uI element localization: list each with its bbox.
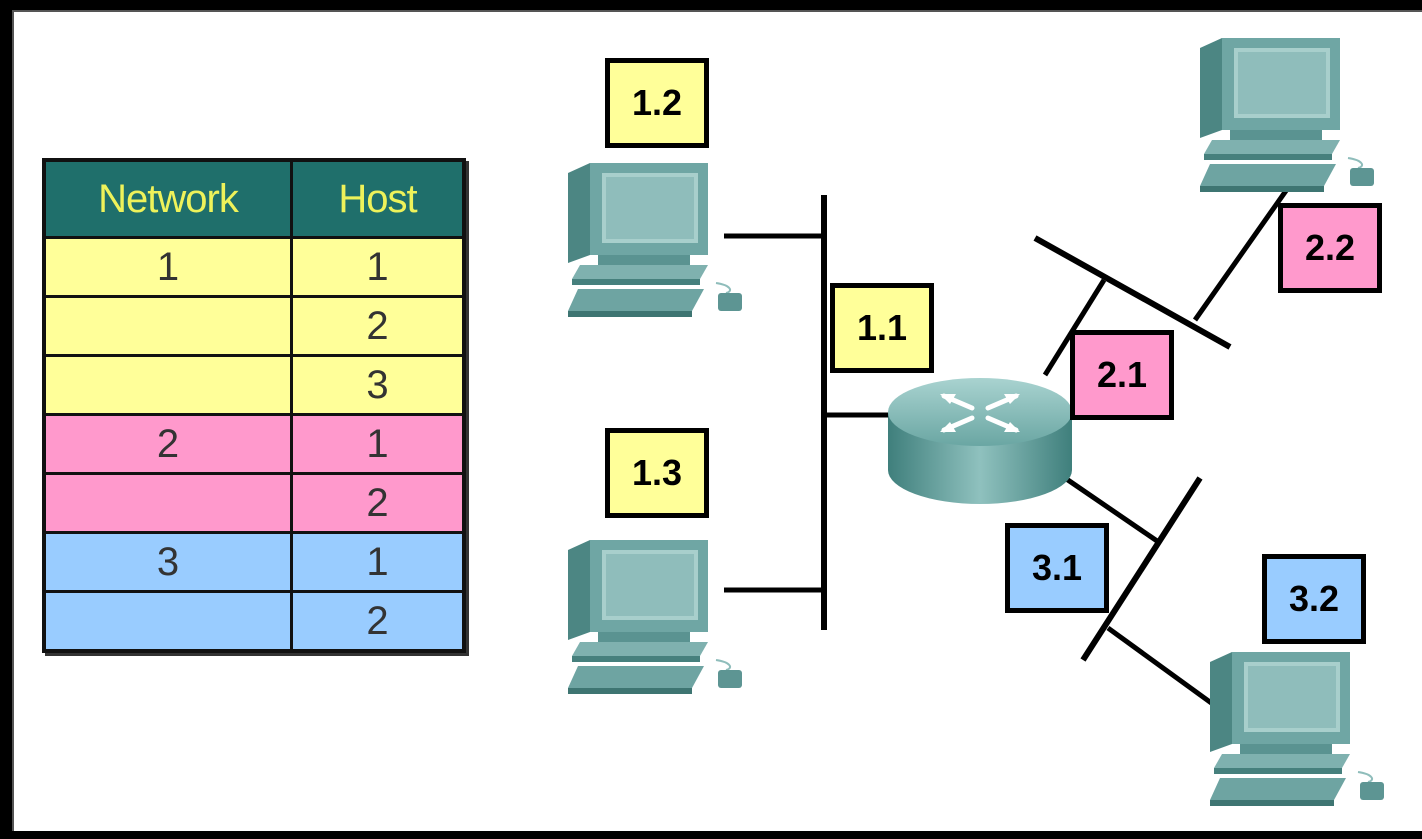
- address-label-1-3: 1.3: [605, 428, 709, 518]
- network-3-segment: [1080, 476, 1203, 662]
- address-label-2-2: 2.2: [1278, 203, 1382, 293]
- desktop-computer-icon: [1199, 37, 1375, 193]
- desktop-computer-icon: [1209, 651, 1385, 807]
- network-cell: 1: [42, 236, 293, 298]
- link-pc-2-2: [1192, 183, 1293, 322]
- table-row: 2: [42, 590, 466, 653]
- host-cell: 2: [290, 590, 466, 653]
- address-label-3-1: 3.1: [1005, 523, 1109, 613]
- host-cell: 3: [290, 354, 466, 416]
- table-row: 1 1: [42, 236, 466, 298]
- table-row: 2 1: [42, 413, 466, 475]
- network-2-segment: [1033, 235, 1232, 350]
- table-row: 2: [42, 295, 466, 357]
- table-header-row: Network Host: [42, 158, 466, 239]
- desktop-computer-icon: [567, 162, 743, 318]
- table-row: 3: [42, 354, 466, 416]
- router-icon: [888, 378, 1072, 504]
- link-router-if2: [1042, 278, 1107, 377]
- network-cell: [42, 590, 293, 653]
- network-cell: 3: [42, 531, 293, 593]
- address-label-2-1: 2.1: [1070, 330, 1174, 420]
- address-label-1-1: 1.1: [830, 283, 934, 373]
- address-table: Network Host 1 1 2 3 2 1 2 3 1: [42, 158, 466, 653]
- host-cell: 2: [290, 472, 466, 534]
- host-cell: 1: [290, 413, 466, 475]
- network-cell: [42, 472, 293, 534]
- network-column-header: Network: [42, 158, 293, 239]
- host-cell: 2: [290, 295, 466, 357]
- host-cell: 1: [290, 236, 466, 298]
- link-router-if3: [1063, 475, 1162, 546]
- desktop-computer-icon: [567, 539, 743, 695]
- host-column-header: Host: [290, 158, 466, 239]
- address-label-3-2: 3.2: [1262, 554, 1366, 644]
- table-row: 2: [42, 472, 466, 534]
- network-cell: [42, 354, 293, 416]
- network-cell: [42, 295, 293, 357]
- host-cell: 1: [290, 531, 466, 593]
- address-label-1-2: 1.2: [605, 58, 709, 148]
- network-cell: 2: [42, 413, 293, 475]
- table-row: 3 1: [42, 531, 466, 593]
